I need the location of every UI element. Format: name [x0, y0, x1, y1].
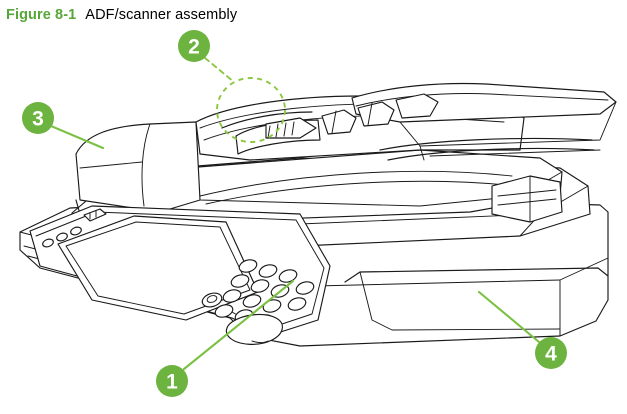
callout-2-circle: [178, 30, 210, 62]
callout-4-label: 4: [545, 343, 557, 366]
leader-line-3: [49, 124, 105, 150]
callout-3-circle: [22, 102, 54, 134]
adf-pickup-roller-area: [221, 93, 439, 155]
highlight-region-2: [216, 77, 286, 143]
figure-number: Figure 8-1: [6, 7, 77, 23]
figure-title: ADF/scanner assembly: [85, 7, 238, 23]
figure-caption: Figure 8-1 ADF/scanner assembly: [6, 7, 237, 23]
callout-1-label: 1: [166, 371, 178, 394]
callout-1-circle: [156, 365, 188, 397]
callout-3-label: 3: [32, 108, 44, 131]
adf-left-end-cap: [75, 121, 201, 215]
leader-line-4: [477, 290, 541, 344]
leader-line-1: [182, 279, 295, 371]
control-panel: [29, 205, 331, 345]
leader-line-2: [204, 57, 235, 83]
callout-leaders: [49, 57, 541, 371]
callout-2-label: 2: [188, 36, 200, 59]
callout-3: 3: [22, 102, 54, 134]
callout-1: 1: [156, 365, 188, 397]
callout-2: 2: [178, 30, 210, 62]
callout-4: 4: [535, 337, 567, 369]
callout-4-circle: [535, 337, 567, 369]
